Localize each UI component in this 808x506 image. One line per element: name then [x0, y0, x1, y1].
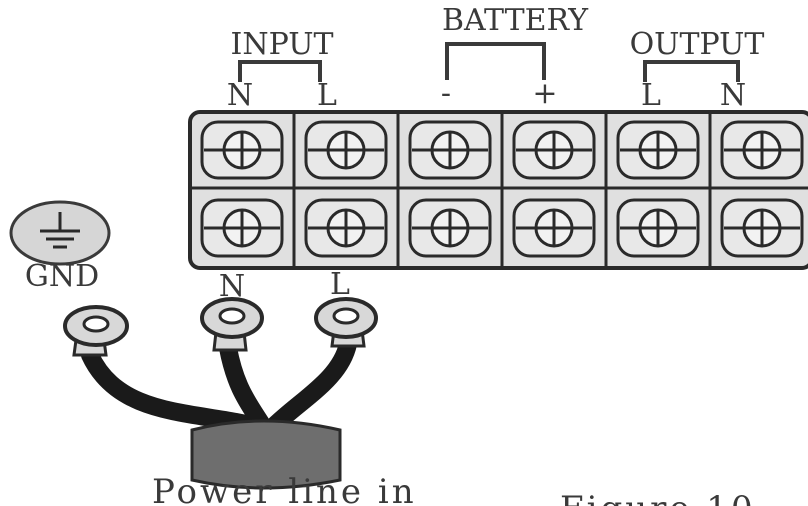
screw-terminal-icon [408, 198, 492, 258]
input-bracket [238, 60, 322, 82]
figure-caption-partial: Figure 10 [560, 489, 756, 506]
ground-symbol-icon [9, 200, 111, 266]
ground-ring-lug-icon [63, 305, 129, 357]
power-line-caption: Power line in [152, 472, 417, 506]
screw-terminal-icon [512, 198, 596, 258]
screw-terminal-icon [616, 198, 700, 258]
screw-terminal-icon [720, 120, 804, 180]
output-n-label: N [720, 78, 746, 113]
screw-terminal-icon [616, 120, 700, 180]
input-l-label: L [317, 78, 337, 113]
input-group-label: INPUT [230, 27, 333, 62]
line-ring-lug-icon [314, 297, 378, 348]
terminal-column-dividers [292, 114, 712, 266]
battery-bracket [445, 42, 546, 80]
output-bracket [643, 60, 740, 82]
screw-terminal-icon [512, 120, 596, 180]
screw-terminal-icon [200, 198, 284, 258]
cable-sheath [190, 419, 342, 490]
screw-terminal-icon [200, 120, 284, 180]
screw-terminal-icon [304, 120, 388, 180]
screw-terminals [200, 120, 804, 258]
screw-terminal-icon [304, 198, 388, 258]
ground-label: GND [25, 259, 99, 294]
output-l-label: L [641, 78, 661, 113]
neutral-ring-lug-icon [200, 297, 264, 352]
output-group-label: OUTPUT [630, 27, 765, 62]
line-wire [263, 335, 357, 437]
screw-terminal-icon [720, 198, 804, 258]
battery-negative-label: - [441, 76, 451, 111]
battery-group-label: BATTERY [442, 3, 589, 38]
line-wire-label: L [330, 267, 350, 302]
battery-positive-label: + [532, 76, 557, 111]
input-n-label: N [227, 78, 253, 113]
screw-terminal-icon [408, 120, 492, 180]
